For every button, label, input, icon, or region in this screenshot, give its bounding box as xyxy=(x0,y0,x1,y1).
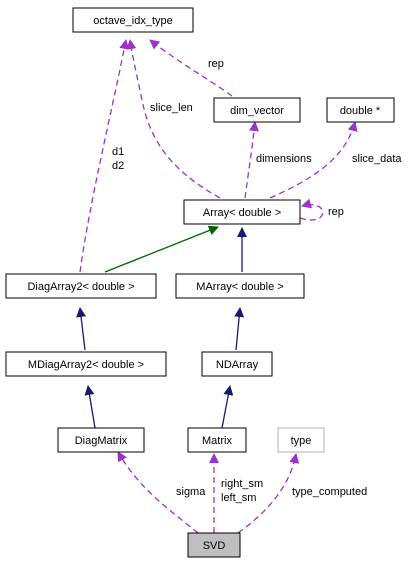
label-left-sm: left_sm xyxy=(221,492,256,504)
node-diagmatrix[interactable]: DiagMatrix xyxy=(57,427,145,453)
edge-slicedata-array-to-double xyxy=(269,121,358,199)
node-dim-vector[interactable]: dim_vector xyxy=(213,97,301,123)
edge-rep-array-self xyxy=(299,198,324,221)
node-matrix-label: Matrix xyxy=(202,435,232,447)
node-type-label: type xyxy=(291,435,312,447)
edge-inherit-matrix-to-ndarray xyxy=(221,385,234,429)
edge-inherit-diagmatrix-to-mdiagarray2 xyxy=(84,385,96,429)
label-right-sm: right_sm xyxy=(221,478,263,490)
node-diagmatrix-label: DiagMatrix xyxy=(75,435,128,447)
label-dimensions: dimensions xyxy=(256,153,312,165)
node-double-ptr[interactable]: double * xyxy=(326,97,395,123)
node-dim-vector-label: dim_vector xyxy=(230,105,284,117)
node-ndarray-label: NDArray xyxy=(216,359,259,371)
node-octave-idx-type-label: octave_idx_type xyxy=(93,15,173,27)
label-d1: d1 xyxy=(112,146,124,158)
node-ndarray[interactable]: NDArray xyxy=(201,351,273,377)
label-sigma: sigma xyxy=(176,486,206,498)
label-slice-data: slice_data xyxy=(352,153,402,165)
node-diagarray2-double[interactable]: DiagArray2< double > xyxy=(5,273,157,299)
label-slice-len: slice_len xyxy=(150,102,193,114)
node-mdiagarray2-double[interactable]: MDiagArray2< double > xyxy=(5,351,167,377)
node-marray-double[interactable]: MArray< double > xyxy=(175,273,305,299)
node-octave-idx-type[interactable]: octave_idx_type xyxy=(72,7,194,33)
node-marray-double-label: MArray< double > xyxy=(196,281,283,293)
edge-slicelen-array-to-idxtype xyxy=(126,39,221,199)
edge-inherit-ndarray-to-marray xyxy=(234,307,245,351)
node-matrix[interactable]: Matrix xyxy=(187,427,247,453)
edge-typecomputed-svd-to-type xyxy=(237,453,300,534)
label-rep-top: rep xyxy=(208,58,224,70)
node-array-double[interactable]: Array< double > xyxy=(183,199,301,225)
node-double-ptr-label: double * xyxy=(340,105,381,117)
label-type-computed: type_computed xyxy=(292,486,367,498)
node-diagarray2-double-label: DiagArray2< double > xyxy=(27,281,134,293)
node-mdiagarray2-double-label: MDiagArray2< double > xyxy=(28,359,144,371)
label-rep-self: rep xyxy=(328,206,344,218)
edge-dimensions-array-to-dimvector xyxy=(244,121,260,199)
node-svd-label: SVD xyxy=(203,540,226,552)
node-type[interactable]: type xyxy=(277,427,325,453)
node-array-double-label: Array< double > xyxy=(203,207,281,219)
node-svd[interactable]: SVD xyxy=(187,532,241,558)
edge-inherit-mdiagarray2-to-diagarray2 xyxy=(76,307,87,351)
edge-d1d2-diagarray2-to-idxtype xyxy=(79,39,130,273)
edge-sigma-svd-to-diagmatrix xyxy=(117,451,199,534)
label-d2: d2 xyxy=(112,160,124,172)
edge-inherit-diagarray2-to-array xyxy=(104,225,219,273)
